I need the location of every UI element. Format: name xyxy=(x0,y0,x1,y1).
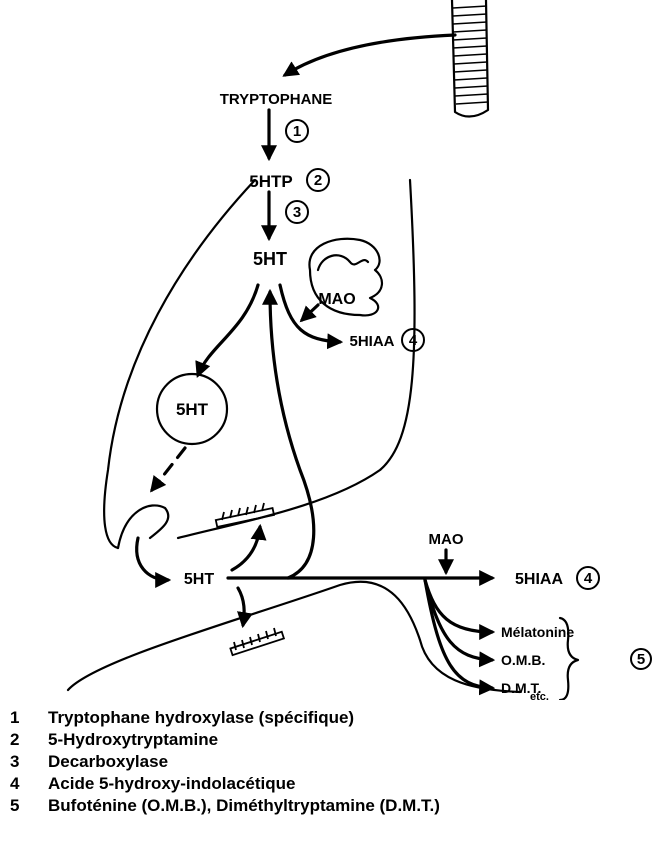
label-etc: etc. xyxy=(530,691,549,700)
label-5ht-synapse: 5HT xyxy=(184,571,214,588)
legend-row: 5 Bufoténine (O.M.B.), Diméthyltryptamin… xyxy=(6,796,646,818)
marker-3: 3 xyxy=(286,201,308,223)
legend: 1 Tryptophane hydroxylase (spécifique) 2… xyxy=(6,708,646,818)
arrow-to-dmt xyxy=(425,580,492,688)
arrow-mao-top xyxy=(302,305,318,320)
arrow-release xyxy=(152,448,185,490)
receptor-lower xyxy=(230,628,284,655)
legend-row: 3 Decarboxylase xyxy=(6,752,646,774)
svg-text:3: 3 xyxy=(293,204,301,221)
marker-4-bottom: 4 xyxy=(577,567,599,589)
terminal-hook xyxy=(118,505,168,548)
arrow-to-synapse xyxy=(137,538,168,580)
legend-row: 1 Tryptophane hydroxylase (spécifique) xyxy=(6,708,646,730)
marker-5: 5 xyxy=(631,649,651,669)
marker-4-top: 4 xyxy=(402,329,424,351)
svg-text:1: 1 xyxy=(293,123,301,140)
label-5ht-top: 5HT xyxy=(253,249,287,269)
receptor-upper xyxy=(216,503,274,527)
legend-text: Bufoténine (O.M.B.), Diméthyltryptamine … xyxy=(36,796,440,816)
svg-text:5: 5 xyxy=(637,651,645,668)
label-5htp: 5HTP xyxy=(249,172,292,191)
axon-vessel xyxy=(452,0,488,117)
legend-text: 5-Hydroxytryptamine xyxy=(36,730,218,750)
marker-2: 2 xyxy=(307,169,329,191)
legend-number: 3 xyxy=(6,752,36,772)
uptake-arrow xyxy=(285,35,455,75)
arrow-to-omb xyxy=(425,580,492,660)
label-tryptophane: TRYPTOPHANE xyxy=(220,91,333,108)
legend-number: 5 xyxy=(6,796,36,816)
legend-number: 1 xyxy=(6,708,36,728)
legend-text: Acide 5-hydroxy-indolacétique xyxy=(36,774,296,794)
svg-text:2: 2 xyxy=(314,172,322,189)
arrow-to-vesicle xyxy=(198,285,258,375)
postsynaptic-membrane xyxy=(68,582,520,692)
arrow-to-receptor-upper xyxy=(232,527,260,570)
legend-number: 4 xyxy=(6,774,36,794)
label-5hiaa-top: 5HIAA xyxy=(349,333,394,350)
label-5ht-vesicle: 5HT xyxy=(176,400,209,419)
legend-number: 2 xyxy=(6,730,36,750)
svg-text:4: 4 xyxy=(409,332,418,349)
label-5hiaa-bottom: 5HIAA xyxy=(515,571,563,588)
legend-text: Decarboxylase xyxy=(36,752,168,772)
label-omb: O.M.B. xyxy=(501,652,545,668)
presynaptic-membrane xyxy=(104,180,414,548)
svg-text:4: 4 xyxy=(584,570,593,587)
legend-text: Tryptophane hydroxylase (spécifique) xyxy=(36,708,354,728)
label-melatonine: Mélatonine xyxy=(501,624,574,640)
serotonin-synapse-diagram: 1 2 3 4 4 5 TRYPTOPHANE 5HTP 5HT MAO 5HI… xyxy=(0,0,653,700)
legend-row: 4 Acide 5-hydroxy-indolacétique xyxy=(6,774,646,796)
legend-row: 2 5-Hydroxytryptamine xyxy=(6,730,646,752)
label-mao-top: MAO xyxy=(318,291,355,308)
marker-1: 1 xyxy=(286,120,308,142)
label-mao-bottom: MAO xyxy=(429,531,464,548)
